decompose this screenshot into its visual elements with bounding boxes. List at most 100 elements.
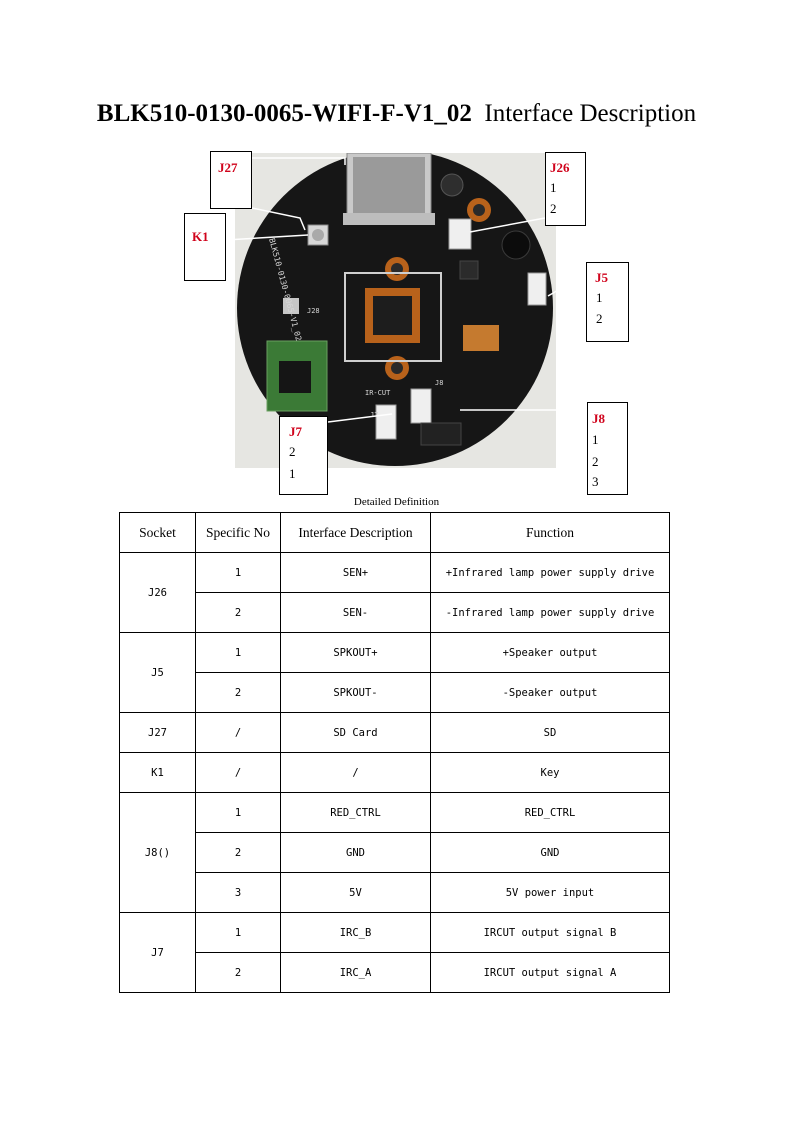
cell-specific-no: 1 xyxy=(195,792,281,833)
chip-bottom xyxy=(420,422,462,446)
cell-interface-description: SEN+ xyxy=(280,552,431,593)
callout-j26-pin-1: 1 xyxy=(550,180,557,195)
table-caption: Detailed Definition xyxy=(353,496,440,508)
gold-pad-block xyxy=(463,325,499,351)
connector-j5 xyxy=(527,272,547,306)
cell-interface-description: IRC_B xyxy=(280,912,431,953)
callout-j26-pin-2: 2 xyxy=(550,201,557,216)
pcb-photo: BLK510-0130-0065-V1_02 J28 IR-CUT J7 J8 xyxy=(235,153,556,468)
cell-function: GND xyxy=(430,832,670,873)
cell-specific-no: / xyxy=(195,712,281,753)
cell-function: IRCUT output signal A xyxy=(430,952,670,993)
table-row: K1 / / Key xyxy=(119,752,670,793)
connector-j8 xyxy=(410,388,432,424)
title-model: BLK510-0130-0065-WIFI-F-V1_02 xyxy=(96,100,472,127)
callout-j8-pin-1: 1 xyxy=(592,432,599,447)
lens-mount-outline xyxy=(344,272,442,362)
cell-interface-description: IRC_A xyxy=(280,952,431,993)
silk-j28: J28 xyxy=(307,307,320,315)
cell-function: IRCUT output signal B xyxy=(430,912,670,953)
mounting-hole-top xyxy=(440,173,464,197)
sd-card-slot-bottom xyxy=(343,213,435,225)
cell-interface-description: RED_CTRL xyxy=(280,792,431,833)
callout-j8-label: J8 xyxy=(592,411,605,426)
cell-specific-no: 1 xyxy=(195,912,281,953)
cell-specific-no: 2 xyxy=(195,952,281,993)
callout-j5-pin-2: 2 xyxy=(596,311,603,326)
microphone xyxy=(501,230,531,260)
cell-function: -Infrared lamp power supply drive xyxy=(430,592,670,633)
document-title: BLK510-0130-0065-WIFI-F-V1_02 Interface … xyxy=(0,100,793,128)
cell-interface-description: SD Card xyxy=(280,712,431,753)
cell-socket: J5 xyxy=(119,632,196,713)
cell-specific-no: 2 xyxy=(195,592,281,633)
cell-specific-no: 1 xyxy=(195,552,281,593)
cell-specific-no: 3 xyxy=(195,872,281,913)
header-function: Function xyxy=(430,512,670,553)
header-interface-description: Interface Description xyxy=(280,512,431,553)
table-row: J26 1 SEN+ +Infrared lamp power supply d… xyxy=(119,552,670,633)
wifi-chip xyxy=(279,361,311,393)
table-row: 2 GND GND xyxy=(120,832,670,873)
cell-socket: J26 xyxy=(119,552,196,633)
cell-function: +Infrared lamp power supply drive xyxy=(430,552,670,593)
silk-j8: J8 xyxy=(435,379,443,387)
header-socket: Socket xyxy=(119,512,196,553)
cell-specific-no: 2 xyxy=(195,832,281,873)
component-j28 xyxy=(283,298,299,314)
callout-k1-label: K1 xyxy=(192,229,209,244)
callout-j26-label: J26 xyxy=(550,160,570,175)
table-body: J26 1 SEN+ +Infrared lamp power supply d… xyxy=(119,552,670,993)
mounting-hole-center-bottom-center xyxy=(391,362,403,374)
callout-j8: J8 1 2 3 xyxy=(587,402,628,495)
definition-table: Socket Specific No Interface Description… xyxy=(119,512,670,993)
title-text: Interface Description xyxy=(484,100,697,127)
cell-function: +Speaker output xyxy=(430,632,670,673)
cell-socket: K1 xyxy=(119,752,196,793)
callout-j7-pin-1: 1 xyxy=(289,466,296,481)
cell-interface-description: GND xyxy=(280,832,431,873)
wifi-module xyxy=(266,340,328,412)
callout-j7: J7 2 1 xyxy=(279,416,328,495)
cell-function: -Speaker output xyxy=(430,672,670,713)
cell-interface-description: SEN- xyxy=(280,592,431,633)
cell-interface-description: SPKOUT- xyxy=(280,672,431,713)
callout-j5: J5 1 2 xyxy=(586,262,629,342)
callout-k1: K1 xyxy=(184,213,226,281)
callout-j7-pin-2: 2 xyxy=(289,444,296,459)
cell-specific-no: / xyxy=(195,752,281,793)
callout-j27-label: J27 xyxy=(218,160,238,175)
table-row: J7 1 IRC_B IRCUT output signal B xyxy=(119,912,670,993)
table-row: 2 SEN- -Infrared lamp power supply drive xyxy=(120,592,670,633)
connector-j26 xyxy=(448,218,472,250)
cell-specific-no: 1 xyxy=(195,632,281,673)
connector-j7 xyxy=(375,404,397,440)
table-header-row: Socket Specific No Interface Description… xyxy=(119,512,670,553)
cell-function: Key xyxy=(430,752,670,793)
pcb-board-svg: BLK510-0130-0065-V1_02 J28 IR-CUT J7 J8 xyxy=(235,153,556,468)
callout-j27: J27 xyxy=(210,151,252,209)
table-row: J8() 1 RED_CTRL RED_CTRL xyxy=(119,792,670,913)
silk-ircut: IR-CUT xyxy=(365,389,391,397)
cell-socket: J27 xyxy=(119,712,196,753)
table-row: 2 IRC_A IRCUT output signal A xyxy=(120,952,670,993)
callout-j5-label: J5 xyxy=(595,270,608,285)
cell-interface-description: 5V xyxy=(280,872,431,913)
callout-j8-pin-2: 2 xyxy=(592,454,599,469)
chip-right xyxy=(459,260,479,280)
callout-j26: J26 1 2 xyxy=(545,152,586,226)
cell-function: SD xyxy=(430,712,670,753)
callout-j5-pin-1: 1 xyxy=(596,290,603,305)
cell-interface-description: / xyxy=(280,752,431,793)
cell-socket: J8() xyxy=(119,792,196,913)
key-button-cap xyxy=(312,229,324,241)
callout-j7-label: J7 xyxy=(289,424,302,439)
silk-j7: J7 xyxy=(370,411,378,419)
table-row: J27 / SD Card SD xyxy=(119,712,670,753)
cell-function: RED_CTRL xyxy=(430,792,670,833)
table-row: 3 5V 5V power input xyxy=(120,872,670,913)
mounting-hole-top-right-center xyxy=(473,204,485,216)
table-row: J5 1 SPKOUT+ +Speaker output xyxy=(119,632,670,713)
sd-card-slot-inner xyxy=(353,157,425,215)
callout-j8-pin-3: 3 xyxy=(592,474,599,489)
